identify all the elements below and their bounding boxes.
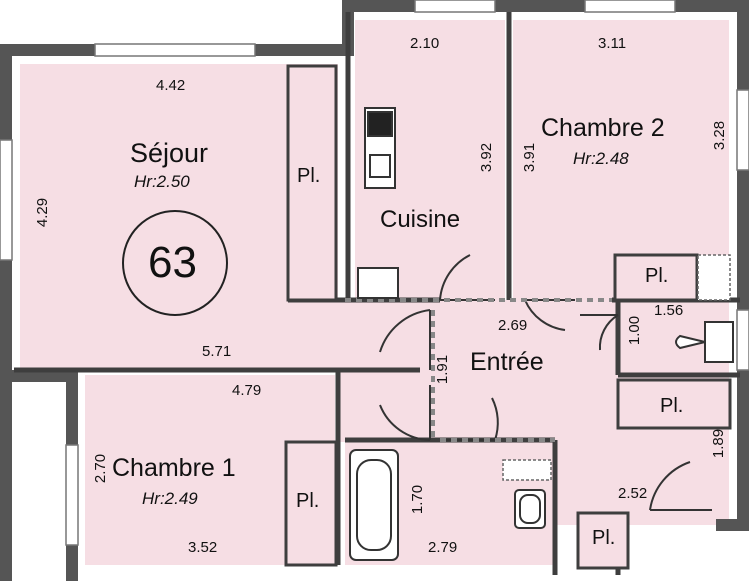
chambre1-dim-left: 2.70	[92, 453, 110, 484]
openings	[345, 298, 612, 442]
chambre2-dim-left: 3.91	[521, 142, 539, 173]
window-ch1-left	[65, 444, 79, 546]
entree-name: Entrée	[470, 348, 544, 376]
degagement-dim-bottom: 2.52	[618, 485, 648, 502]
wc-dim-left: 1.00	[626, 315, 644, 346]
chambre1-name: Chambre 1	[112, 454, 236, 482]
entree-dim-top: 2.69	[498, 317, 528, 334]
chambre2-dim-right: 3.28	[711, 120, 729, 151]
chambre2-height: Hr:2.48	[573, 149, 629, 168]
chambre1-height: Hr:2.49	[142, 489, 198, 508]
cuisine-dim-right: 3.92	[478, 142, 496, 173]
degagement-dim-right: 1.89	[710, 428, 728, 459]
placard-degagement-label: Pl.	[592, 527, 616, 549]
window-sejour-top	[94, 43, 256, 57]
sejour-name: Séjour	[130, 138, 209, 168]
placard-sejour	[286, 64, 338, 302]
window-sejour-left	[0, 139, 13, 261]
sdb-dim-bottom: 2.79	[428, 539, 458, 556]
placard-degagement	[576, 511, 630, 570]
cuisine-dim-top: 2.10	[410, 35, 440, 52]
windows	[0, 0, 749, 546]
wc-dim-top: 1.56	[654, 302, 684, 319]
entree-dim-left: 1.91	[434, 354, 452, 385]
sejour-dim-bottom: 5.71	[202, 343, 232, 360]
door-wc	[580, 314, 619, 351]
window-ch2-right	[736, 89, 749, 171]
door-sejour	[379, 309, 431, 370]
toilet	[675, 321, 734, 363]
sejour-dim-top: 4.42	[156, 77, 186, 94]
window-cuisine-top	[414, 0, 496, 13]
chambre2-name: Chambre 2	[541, 114, 665, 142]
sdb-dim-height: 1.70	[409, 484, 427, 515]
sejour-area	[20, 64, 338, 369]
outer-wall-lower-left	[6, 370, 78, 581]
placards	[284, 64, 732, 570]
chambre2-area	[513, 20, 729, 300]
window-wc-right	[736, 309, 749, 371]
placard-sejour-label: Pl.	[297, 165, 321, 187]
sejour-dim-left: 4.29	[34, 197, 52, 228]
placard-chambre1-label: Pl.	[296, 490, 320, 512]
bathtub	[349, 449, 399, 561]
placard-chambre1	[284, 440, 338, 567]
radiators	[502, 254, 731, 481]
chambre2-dim-top: 3.11	[598, 35, 627, 52]
chambre1-dim-bottom: 3.52	[188, 539, 218, 556]
placard-chambre2-label: Pl.	[645, 265, 669, 287]
chambre1-dim-top: 4.79	[232, 382, 262, 399]
window-ch2-top	[584, 0, 676, 13]
sejour-height: Hr:2.50	[134, 172, 190, 191]
placard-entree-label: Pl.	[660, 395, 684, 417]
placard-chambre2	[613, 253, 699, 302]
apartment-number: 63	[148, 238, 197, 287]
cuisine-name: Cuisine	[380, 206, 461, 233]
door-degagement	[649, 461, 712, 511]
door-chambre1	[379, 385, 431, 441]
placard-entree	[616, 378, 732, 430]
apartment-number-circle	[122, 210, 228, 316]
kitchen-counter	[357, 107, 399, 299]
washbasin	[514, 489, 546, 529]
